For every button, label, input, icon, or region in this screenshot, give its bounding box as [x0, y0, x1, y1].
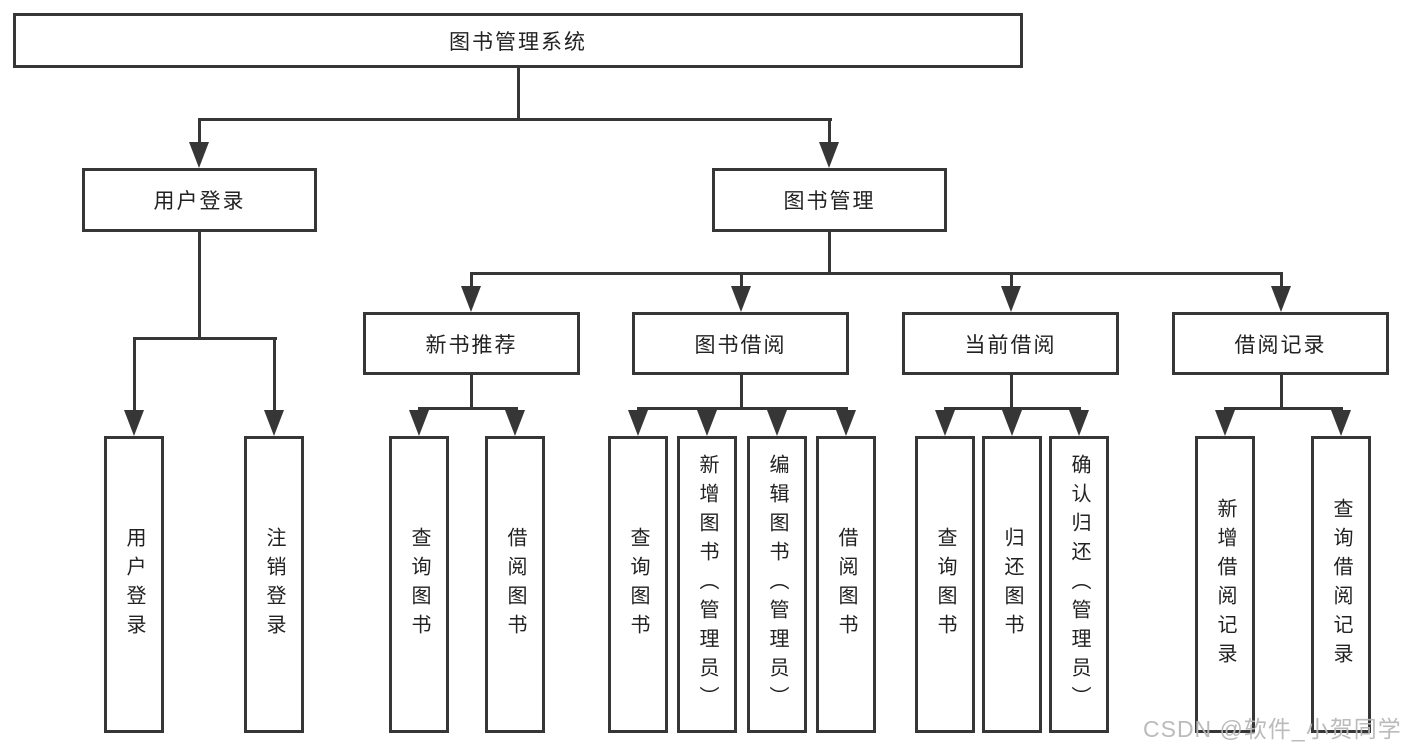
arrowhead-icon: [1215, 410, 1235, 436]
connector-line: [418, 407, 518, 410]
leaf-confirm-return-admin: 确认归还（管理员）: [1049, 436, 1109, 733]
leaf-query-books-3-label: 查询图书: [934, 526, 956, 643]
node-user-login: 用户登录: [82, 168, 317, 232]
leaf-logout: 注销登录: [244, 436, 304, 733]
arrowhead-icon: [1069, 410, 1089, 436]
leaf-borrow-books-2-label: 借阅图书: [835, 526, 857, 643]
node-borrowing-records: 借阅记录: [1172, 312, 1389, 375]
arrowhead-icon: [1002, 410, 1022, 436]
connector-line: [517, 68, 520, 118]
leaf-query-books-1-label: 查询图书: [408, 526, 430, 643]
connector-line: [944, 407, 1081, 410]
arrowhead-icon: [189, 142, 209, 168]
connector-line: [133, 340, 136, 410]
leaf-user-login: 用户登录: [104, 436, 164, 733]
arrowhead-icon: [836, 410, 856, 436]
leaf-confirm-return-admin-label: 确认归还（管理员）: [1068, 454, 1090, 715]
connector-line: [1280, 375, 1283, 407]
node-root-label: 图书管理系统: [449, 30, 587, 54]
node-current-borrowing: 当前借阅: [902, 312, 1119, 375]
leaf-query-books-2: 查询图书: [608, 436, 668, 733]
connector-line: [198, 121, 201, 143]
connector-line: [828, 121, 831, 143]
arrowhead-icon: [731, 286, 751, 312]
leaf-add-books-admin: 新增图书（管理员）: [677, 436, 737, 733]
arrowhead-icon: [505, 410, 525, 436]
arrowhead-icon: [935, 410, 955, 436]
connector-line: [1010, 375, 1013, 407]
connector-line: [740, 275, 743, 287]
leaf-logout-label: 注销登录: [263, 526, 285, 643]
node-book-management: 图书管理: [712, 168, 947, 232]
node-book-borrowing: 图书借阅: [632, 312, 849, 375]
connector-line: [273, 340, 276, 410]
arrowhead-icon: [697, 410, 717, 436]
arrowhead-icon: [461, 286, 481, 312]
connector-line: [1224, 407, 1343, 410]
node-borrowing-records-label: 借阅记录: [1234, 333, 1327, 357]
leaf-query-books-1: 查询图书: [389, 436, 449, 733]
arrowhead-icon: [1271, 286, 1291, 312]
connector-line: [470, 272, 1283, 275]
leaf-query-books-3: 查询图书: [915, 436, 975, 733]
leaf-borrow-books-1-label: 借阅图书: [504, 526, 526, 643]
connector-line: [740, 375, 743, 407]
node-book-management-label: 图书管理: [783, 190, 876, 213]
node-current-borrowing-label: 当前借阅: [964, 333, 1057, 357]
arrowhead-icon: [628, 410, 648, 436]
node-user-login-label: 用户登录: [153, 190, 246, 213]
arrowhead-icon: [767, 410, 787, 436]
leaf-borrow-books-2: 借阅图书: [816, 436, 876, 733]
arrowhead-icon: [124, 410, 144, 436]
node-new-book-recommend: 新书推荐: [363, 312, 580, 375]
leaf-return-books-label: 归还图书: [1001, 526, 1023, 643]
node-root: 图书管理系统: [13, 13, 1023, 68]
leaf-query-books-2-label: 查询图书: [627, 526, 649, 643]
connector-line: [470, 275, 473, 287]
leaf-query-borrow-record: 查询借阅记录: [1311, 436, 1371, 733]
connector-line: [470, 375, 473, 407]
arrowhead-icon: [1331, 410, 1351, 436]
leaf-borrow-books-1: 借阅图书: [485, 436, 545, 733]
arrowhead-icon: [1001, 286, 1021, 312]
arrowhead-icon: [264, 410, 284, 436]
leaf-add-borrow-record-label: 新增借阅记录: [1214, 497, 1236, 672]
connector-line: [637, 407, 848, 410]
node-book-borrowing-label: 图书借阅: [694, 333, 787, 357]
leaf-edit-books-admin: 编辑图书（管理员）: [747, 436, 807, 733]
connector-line: [133, 337, 277, 340]
leaf-return-books: 归还图书: [982, 436, 1042, 733]
leaf-user-login-label: 用户登录: [123, 526, 145, 643]
leaf-query-borrow-record-label: 查询借阅记录: [1330, 497, 1352, 672]
arrowhead-icon: [409, 410, 429, 436]
leaf-add-books-admin-label: 新增图书（管理员）: [696, 454, 718, 715]
connector-line: [1010, 275, 1013, 287]
leaf-edit-books-admin-label: 编辑图书（管理员）: [766, 454, 788, 715]
connector-line: [198, 232, 201, 337]
leaf-add-borrow-record: 新增借阅记录: [1195, 436, 1255, 733]
connector-line: [1280, 275, 1283, 287]
connector-line: [828, 232, 831, 272]
csdn-watermark: CSDN @软件_小贺同学: [1143, 716, 1402, 742]
node-new-book-recommend-label: 新书推荐: [425, 333, 518, 357]
connector-line: [198, 118, 832, 121]
arrowhead-icon: [819, 142, 839, 168]
